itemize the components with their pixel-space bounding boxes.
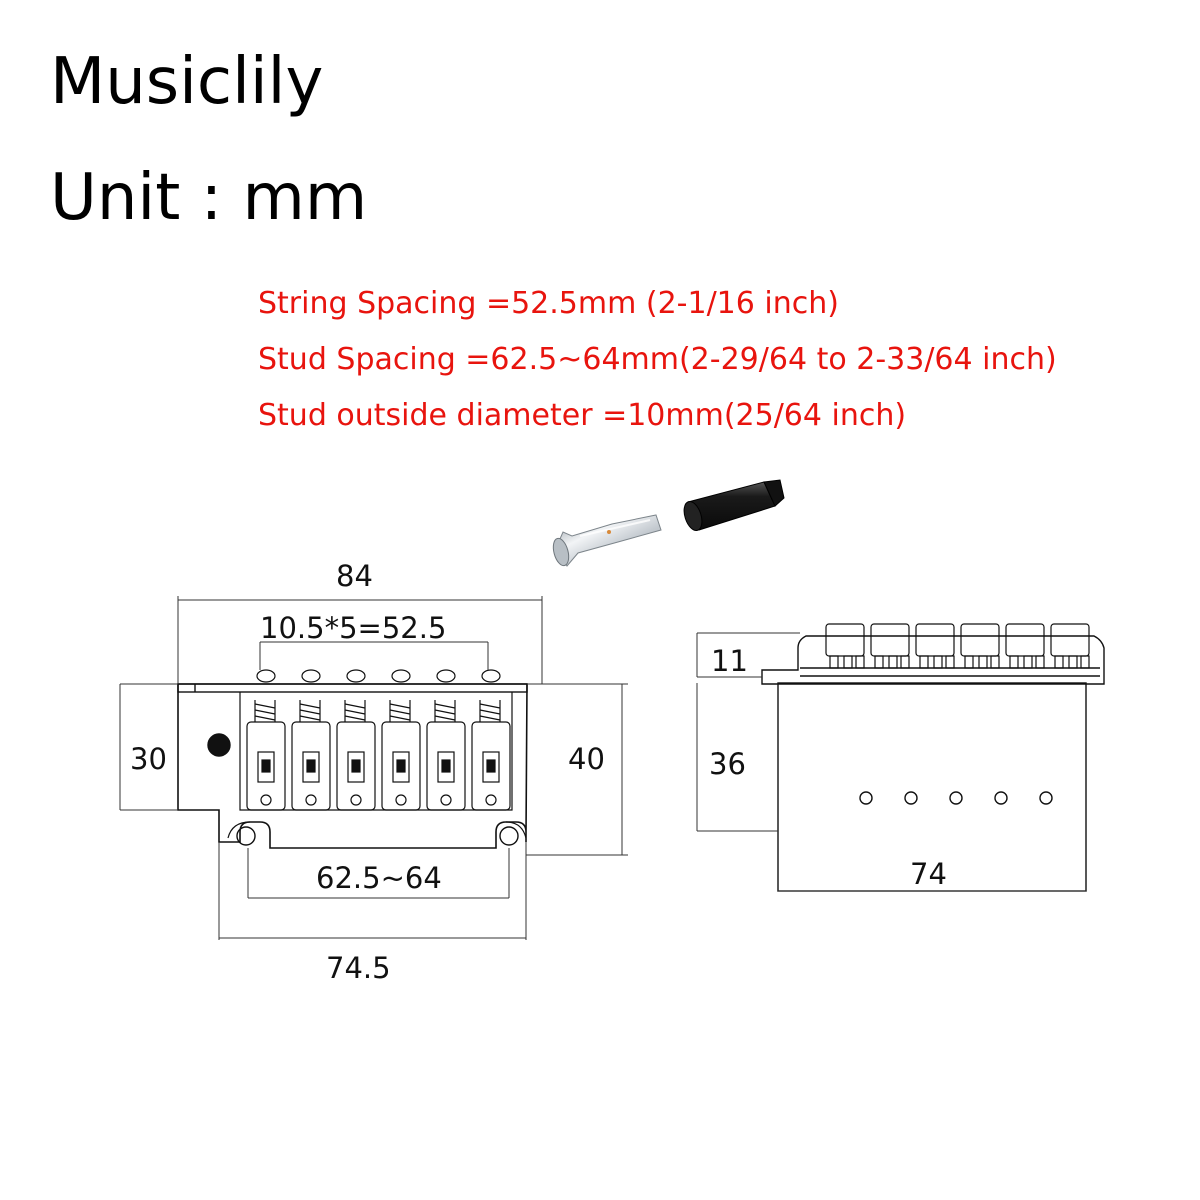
front-view-bridge	[177, 683, 528, 849]
dim-front-width-84: 84	[336, 559, 373, 593]
spec-stud-diameter: Stud outside diameter =10mm(25/64 inch)	[258, 398, 907, 433]
dim-side-height-36: 36	[709, 747, 746, 781]
brand-title: Musiclily	[50, 45, 324, 119]
dim-side-height-11: 11	[711, 644, 748, 678]
side-saddles	[825, 623, 1090, 669]
dim-stud-spacing: 62.5~64	[316, 861, 442, 895]
spec-stud-spacing: Stud Spacing =62.5~64mm(2-29/64 to 2-33/…	[258, 342, 1057, 377]
dim-base-width-74-5: 74.5	[326, 951, 391, 985]
unit-label: Unit : mm	[50, 161, 368, 235]
front-saddles	[246, 669, 511, 811]
side-dimensions	[696, 632, 1086, 892]
dim-side-width-74: 74	[910, 857, 947, 891]
spec-string-spacing: String Spacing =52.5mm (2-1/16 inch)	[258, 286, 839, 321]
dim-front-height-40: 40	[568, 742, 605, 776]
stud-insert-image	[683, 479, 785, 531]
dim-string-spacing: 10.5*5=52.5	[260, 611, 446, 645]
side-view-bridge	[761, 635, 1105, 892]
dim-front-height-30: 30	[130, 742, 167, 776]
stud-bolt-image	[552, 514, 662, 567]
front-dimensions	[119, 596, 628, 940]
